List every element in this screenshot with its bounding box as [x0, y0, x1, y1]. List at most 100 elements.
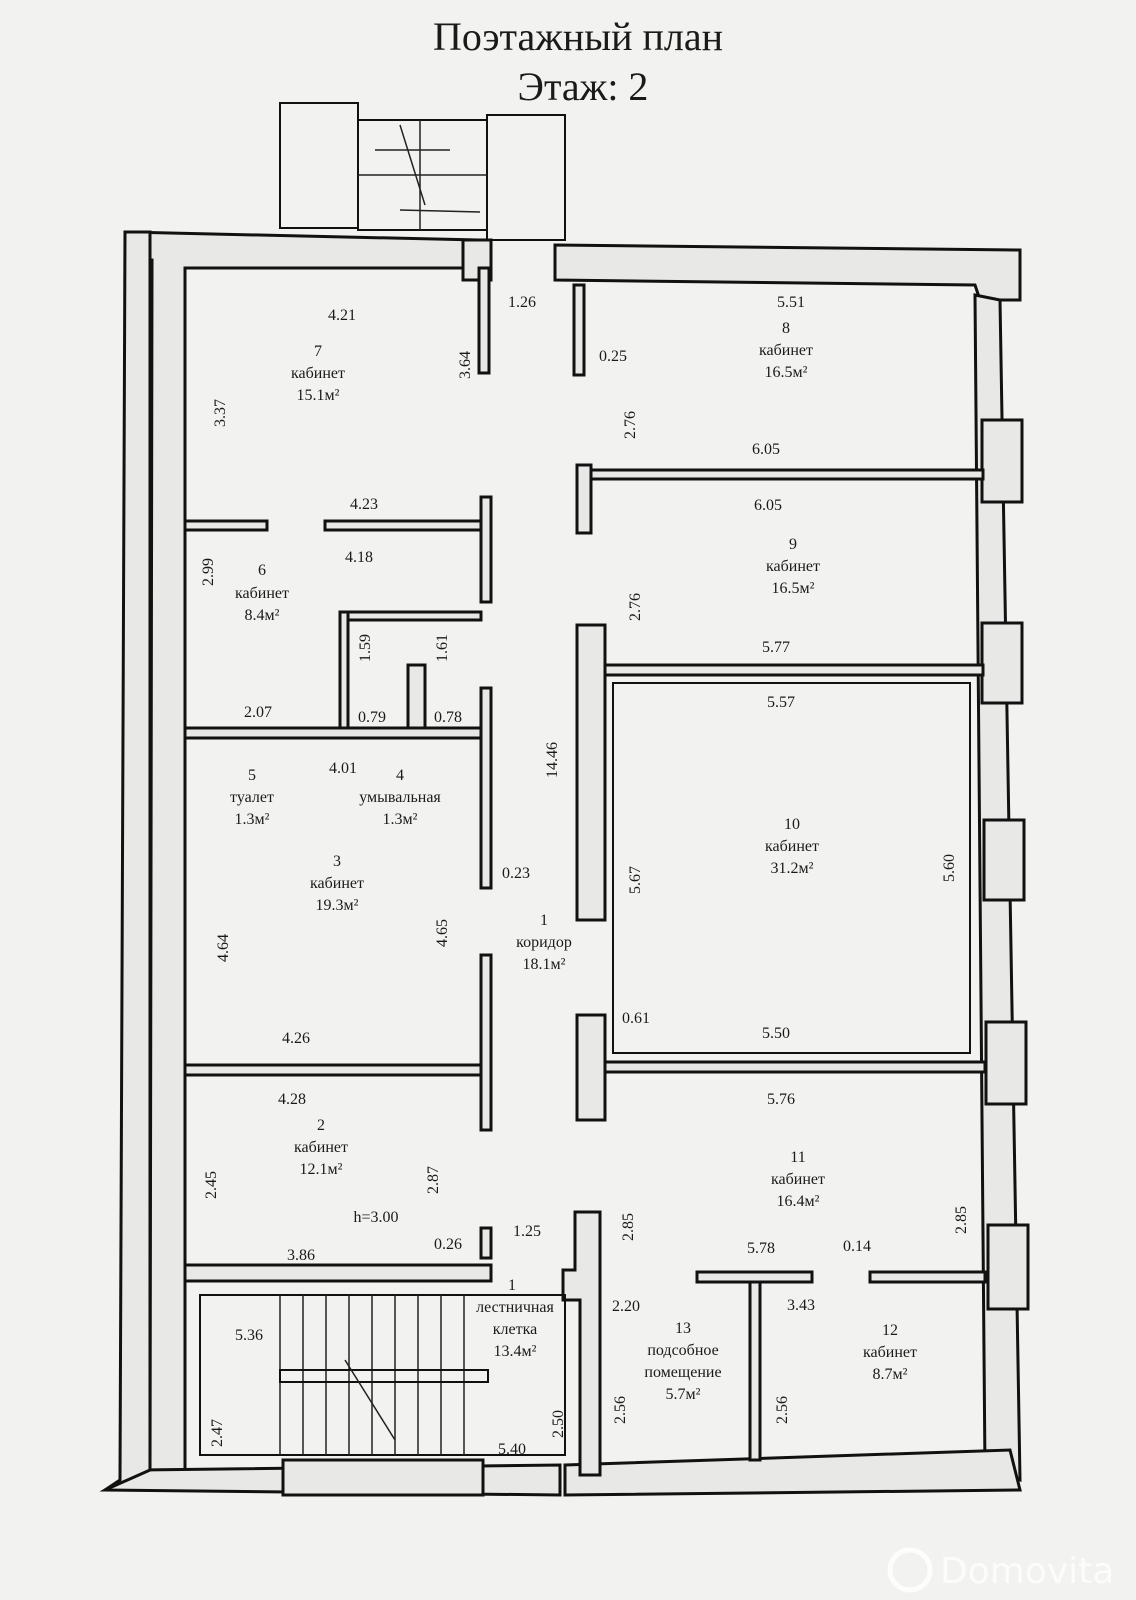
dimension: 2.07: [244, 704, 272, 721]
windows: [980, 418, 1030, 1311]
dimension: 1.61: [434, 634, 451, 662]
room-1-corridor: 1 коридор 18.1м²: [516, 912, 572, 973]
dimension: 5.40: [498, 1441, 526, 1458]
svg-text:кабинет: кабинет: [310, 875, 364, 892]
svg-text:16.5м²: 16.5м²: [765, 364, 808, 381]
dimension: 2.56: [774, 1396, 791, 1424]
svg-text:13: 13: [675, 1320, 691, 1337]
dimension-labels: 4.21 3.64 3.37 1.26 5.51 0.25 2.76 6.05 …: [200, 294, 970, 1458]
dimension: 5.57: [767, 694, 795, 711]
dimension: 4.26: [282, 1030, 310, 1047]
svg-text:1: 1: [540, 912, 548, 929]
dimension: 5.36: [235, 1327, 263, 1344]
dimension: 2.20: [612, 1298, 640, 1315]
svg-text:туалет: туалет: [230, 789, 274, 806]
dimension: 3.37: [212, 399, 229, 427]
dimension: 3.43: [787, 1297, 815, 1314]
room-9: 9 кабинет 16.5м²: [766, 536, 820, 597]
dimension: 0.14: [843, 1238, 871, 1255]
interior-walls: [183, 266, 987, 1477]
dimension: 2.47: [209, 1419, 226, 1447]
room-3: 3 кабинет 19.3м²: [310, 853, 364, 914]
room-4: 4 умывальная 1.3м²: [359, 767, 441, 828]
svg-text:18.1м²: 18.1м²: [523, 956, 566, 973]
svg-text:кабинет: кабинет: [771, 1171, 825, 1188]
svg-text:3: 3: [333, 853, 341, 870]
svg-text:5.7м²: 5.7м²: [666, 1386, 701, 1403]
svg-text:кабинет: кабинет: [291, 365, 345, 382]
room-6: 6 кабинет 8.4м²: [235, 562, 289, 624]
svg-text:11: 11: [790, 1149, 805, 1166]
room-7: 7 кабинет 15.1м²: [291, 343, 345, 404]
dimension: 2.85: [953, 1206, 970, 1234]
floor-label: Этаж: 2: [518, 64, 649, 109]
dimension: 2.76: [622, 411, 639, 439]
dimension: 2.76: [627, 593, 644, 621]
dimension: 2.50: [550, 1410, 567, 1438]
svg-text:8: 8: [782, 320, 790, 337]
dimension: 4.18: [345, 549, 373, 566]
dimension: 4.65: [434, 919, 451, 947]
svg-text:кабинет: кабинет: [294, 1139, 348, 1156]
dimension: 6.05: [754, 497, 782, 514]
svg-text:16.5м²: 16.5м²: [772, 580, 815, 597]
room-5: 5 туалет 1.3м²: [230, 767, 274, 828]
watermark: Domovita: [887, 1547, 1114, 1593]
dimension: 1.59: [357, 634, 374, 662]
room-1-stairwell: 1 лестничная клетка 13.4м²: [476, 1277, 554, 1360]
domovita-logo-icon: [887, 1547, 933, 1593]
dimension: 0.25: [599, 348, 627, 365]
dimension: 2.45: [203, 1171, 220, 1199]
bottom-staircase: [199, 1294, 566, 1456]
svg-text:кабинет: кабинет: [235, 585, 289, 602]
room-12: 12 кабинет 8.7м²: [863, 1322, 917, 1383]
dimension: 4.21: [328, 307, 356, 324]
svg-text:10: 10: [784, 816, 800, 833]
dimension: 4.01: [329, 760, 357, 777]
room-8: 8 кабинет 16.5м²: [759, 320, 813, 381]
dimension: 5.50: [762, 1025, 790, 1042]
dimension: 6.05: [752, 441, 780, 458]
dimension: 5.51: [777, 294, 805, 311]
svg-text:12.1м²: 12.1м²: [300, 1161, 343, 1178]
svg-text:12: 12: [882, 1322, 898, 1339]
dimension: 0.26: [434, 1236, 462, 1253]
svg-text:кабинет: кабинет: [765, 838, 819, 855]
dimension: 1.25: [513, 1223, 541, 1240]
svg-text:1.3м²: 1.3м²: [383, 811, 418, 828]
dimension: 14.46: [544, 742, 561, 778]
svg-text:7: 7: [314, 343, 322, 360]
dimension: 2.87: [425, 1166, 442, 1194]
room-2: 2 кабинет 12.1м²: [294, 1117, 348, 1178]
svg-text:31.2м²: 31.2м²: [771, 860, 814, 877]
svg-text:9: 9: [789, 536, 797, 553]
plan-title: Поэтажный план: [433, 14, 723, 59]
svg-text:клетка: клетка: [493, 1321, 537, 1338]
dimension: 5.76: [767, 1091, 795, 1108]
room-13: 13 подсобное помещение 5.7м²: [644, 1320, 721, 1403]
svg-text:1: 1: [508, 1277, 516, 1294]
dimension: 5.78: [747, 1240, 775, 1257]
svg-text:кабинет: кабинет: [766, 558, 820, 575]
svg-text:Domovita: Domovita: [940, 1551, 1114, 1592]
ceiling-height: h=3.00: [353, 1209, 398, 1226]
svg-text:5: 5: [248, 767, 256, 784]
svg-text:умывальная: умывальная: [359, 789, 441, 806]
dimension: 0.23: [502, 865, 530, 882]
dimension: 5.77: [762, 639, 790, 656]
svg-text:1.3м²: 1.3м²: [235, 811, 270, 828]
svg-text:2: 2: [317, 1117, 325, 1134]
dimension: 2.99: [200, 558, 217, 586]
svg-text:подсобное: подсобное: [647, 1342, 718, 1359]
dimension: 0.61: [622, 1010, 650, 1027]
svg-text:15.1м²: 15.1м²: [297, 387, 340, 404]
svg-text:19.3м²: 19.3м²: [316, 897, 359, 914]
outer-walls: [99, 230, 1022, 1497]
dimension: 3.64: [457, 351, 474, 379]
dimension: 4.28: [278, 1091, 306, 1108]
svg-text:16.4м²: 16.4м²: [777, 1193, 820, 1210]
svg-text:помещение: помещение: [644, 1364, 721, 1381]
top-staircase: [279, 102, 566, 241]
room-11: 11 кабинет 16.4м²: [771, 1149, 825, 1210]
